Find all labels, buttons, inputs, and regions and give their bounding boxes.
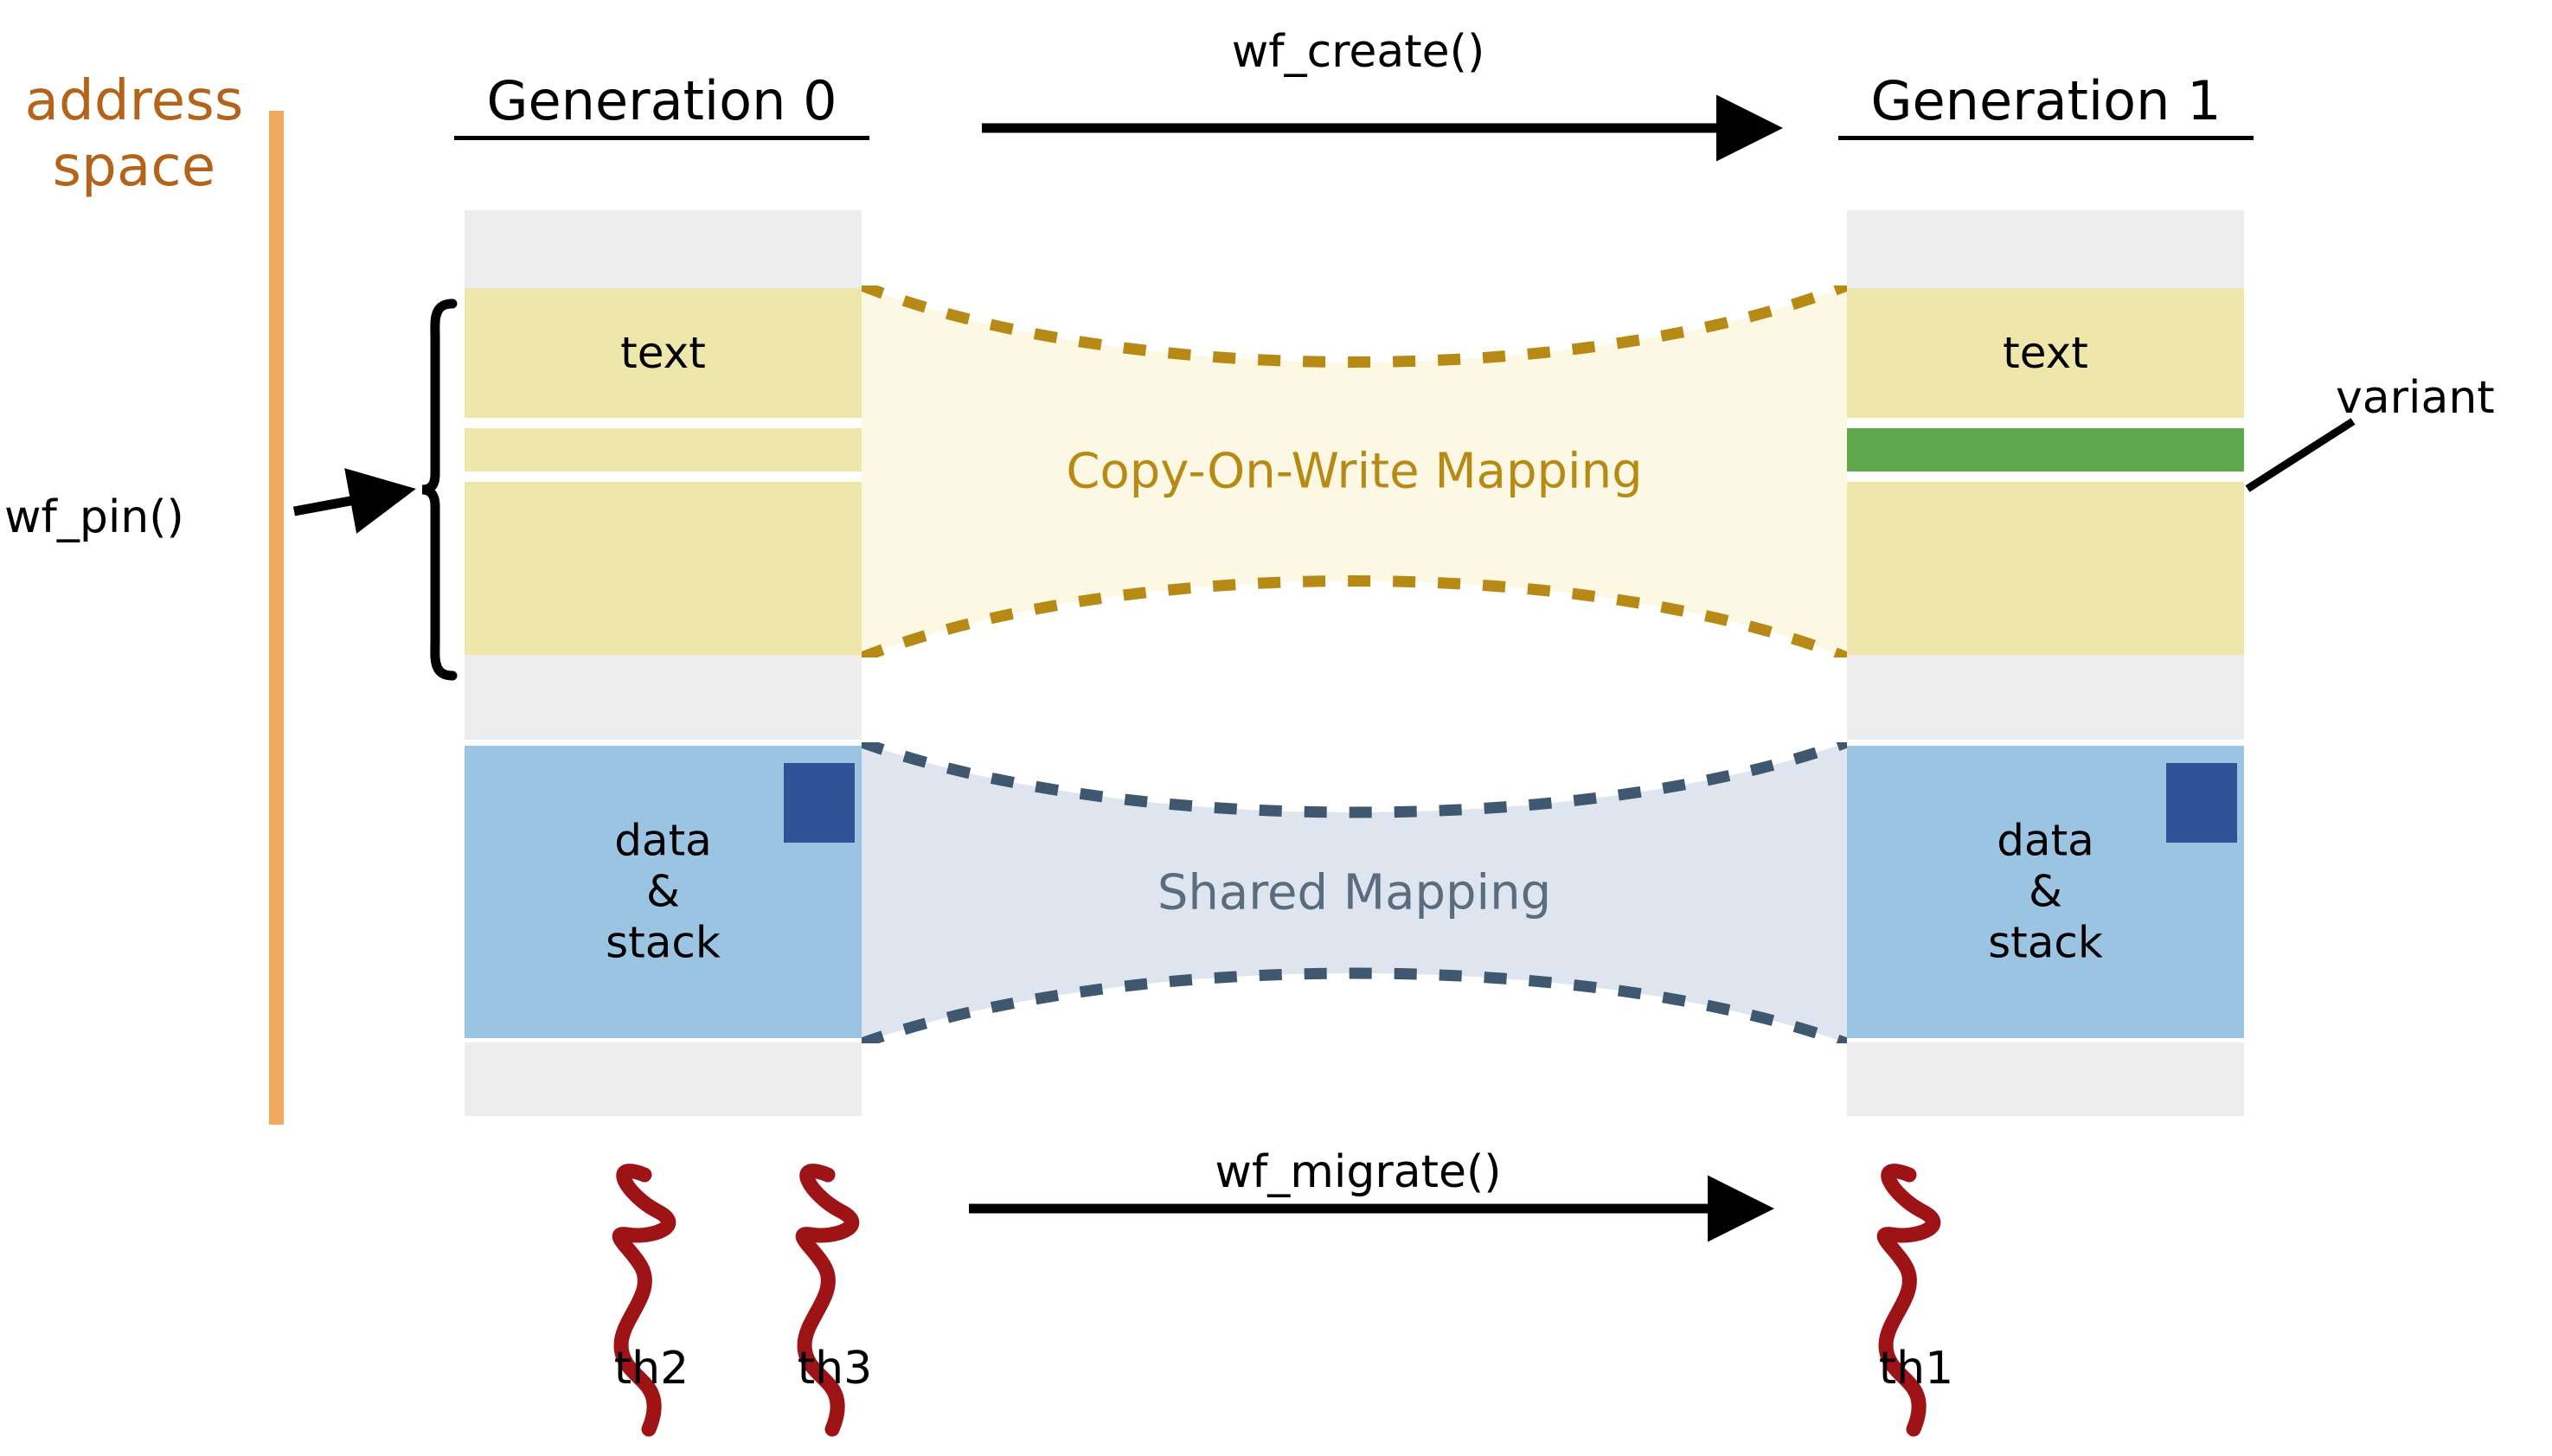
segment-data-stack: data & stack — [1847, 746, 2244, 1038]
segment-text-lower — [1847, 482, 2244, 655]
shared-mapping-label: Shared Mapping — [1157, 864, 1552, 921]
segment-text: text — [465, 288, 862, 418]
thread-th3-label: th3 — [797, 1343, 873, 1395]
segment-divider — [465, 418, 862, 428]
shared-funnel-shape — [862, 742, 1847, 1043]
wf-pin-label: wf_pin() — [4, 491, 184, 543]
thread-th2-label: th2 — [613, 1343, 689, 1395]
wf-pin-arrow — [293, 468, 416, 534]
generation-1-memory-column: text data & stack — [1847, 210, 2244, 1116]
segment-text-label: text — [2003, 328, 2088, 378]
segment-data-stack: data & stack — [465, 746, 862, 1038]
thread-th1: th1 — [1843, 1142, 1990, 1419]
segment-unmapped-bottom — [465, 1042, 862, 1116]
thread-control-block-chip — [784, 763, 855, 843]
variant-label: variant — [2336, 372, 2495, 424]
segment-unmapped-bottom — [1847, 1042, 2244, 1116]
segment-divider — [465, 471, 862, 482]
segment-unmapped-top — [465, 210, 862, 288]
address-space-axis-bar — [269, 111, 284, 1125]
segment-unmapped-top — [1847, 210, 2244, 288]
segment-divider — [1847, 471, 2244, 482]
shared-mapping-region: Shared Mapping — [862, 742, 1847, 1043]
address-space-label: address space — [24, 69, 244, 199]
generation-0-title: Generation 0 — [454, 69, 869, 140]
thread-th1-label: th1 — [1878, 1343, 1954, 1395]
segment-unmapped-middle — [465, 655, 862, 740]
cow-funnel-shape — [862, 285, 1847, 657]
segment-data-stack-label: data & stack — [1988, 815, 2103, 968]
segment-divider — [465, 1038, 862, 1042]
segment-data-stack-label: data & stack — [606, 815, 721, 968]
generation-0-memory-column: text data & stack — [465, 210, 862, 1116]
copy-on-write-mapping-label: Copy-On-Write Mapping — [1066, 443, 1643, 500]
segment-variant — [1847, 428, 2244, 471]
segment-text-label: text — [620, 328, 706, 378]
thread-th2: th2 — [578, 1142, 725, 1419]
segment-divider — [1847, 740, 2244, 746]
segment-text: text — [1847, 288, 2244, 418]
pinned-region-brace — [421, 298, 458, 681]
thread-th3: th3 — [761, 1142, 908, 1419]
segment-divider — [1847, 418, 2244, 428]
segment-divider — [1847, 1038, 2244, 1042]
segment-text-middle — [465, 428, 862, 471]
segment-divider — [465, 740, 862, 746]
generation-1-title: Generation 1 — [1838, 69, 2254, 140]
segment-unmapped-middle — [1847, 655, 2244, 740]
segment-text-lower — [465, 482, 862, 655]
wf-migrate-label: wf_migrate() — [1215, 1146, 1502, 1198]
copy-on-write-mapping-region: Copy-On-Write Mapping — [862, 285, 1847, 657]
variant-leader-line — [2245, 418, 2356, 492]
thread-control-block-chip — [2166, 763, 2237, 843]
wf-create-label: wf_create() — [1231, 26, 1485, 78]
